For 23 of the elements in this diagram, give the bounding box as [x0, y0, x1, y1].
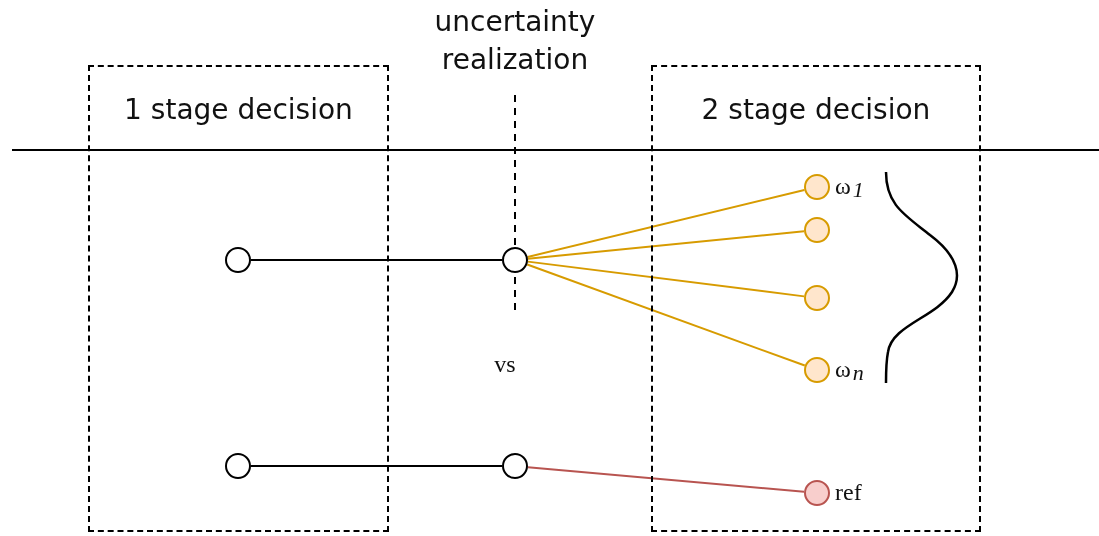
connector-line: [250, 465, 503, 467]
dashed-stage-box: [88, 65, 389, 532]
node-circle: [804, 217, 830, 243]
connector-line: [526, 263, 806, 367]
connector-line: [250, 259, 503, 261]
connector-line: [526, 466, 806, 493]
node-circle: [502, 247, 528, 273]
node-circle: [804, 480, 830, 506]
connector-line: [526, 230, 806, 260]
node-circle: [502, 453, 528, 479]
node-circle: [804, 357, 830, 383]
dashed-stage-box: [651, 65, 981, 532]
annotation-text: vs: [493, 351, 517, 378]
node-circle: [225, 247, 251, 273]
connector-line: [526, 189, 806, 258]
node-circle: [804, 174, 830, 200]
node-caption: ref: [835, 478, 862, 506]
node-circle: [225, 453, 251, 479]
annotation-text: uncertainty realization: [433, 4, 597, 78]
stage-heading: 2 stage decision: [701, 93, 931, 126]
connector-line: [526, 260, 806, 298]
node-circle: [804, 285, 830, 311]
stage-heading: 1 stage decision: [124, 93, 353, 126]
